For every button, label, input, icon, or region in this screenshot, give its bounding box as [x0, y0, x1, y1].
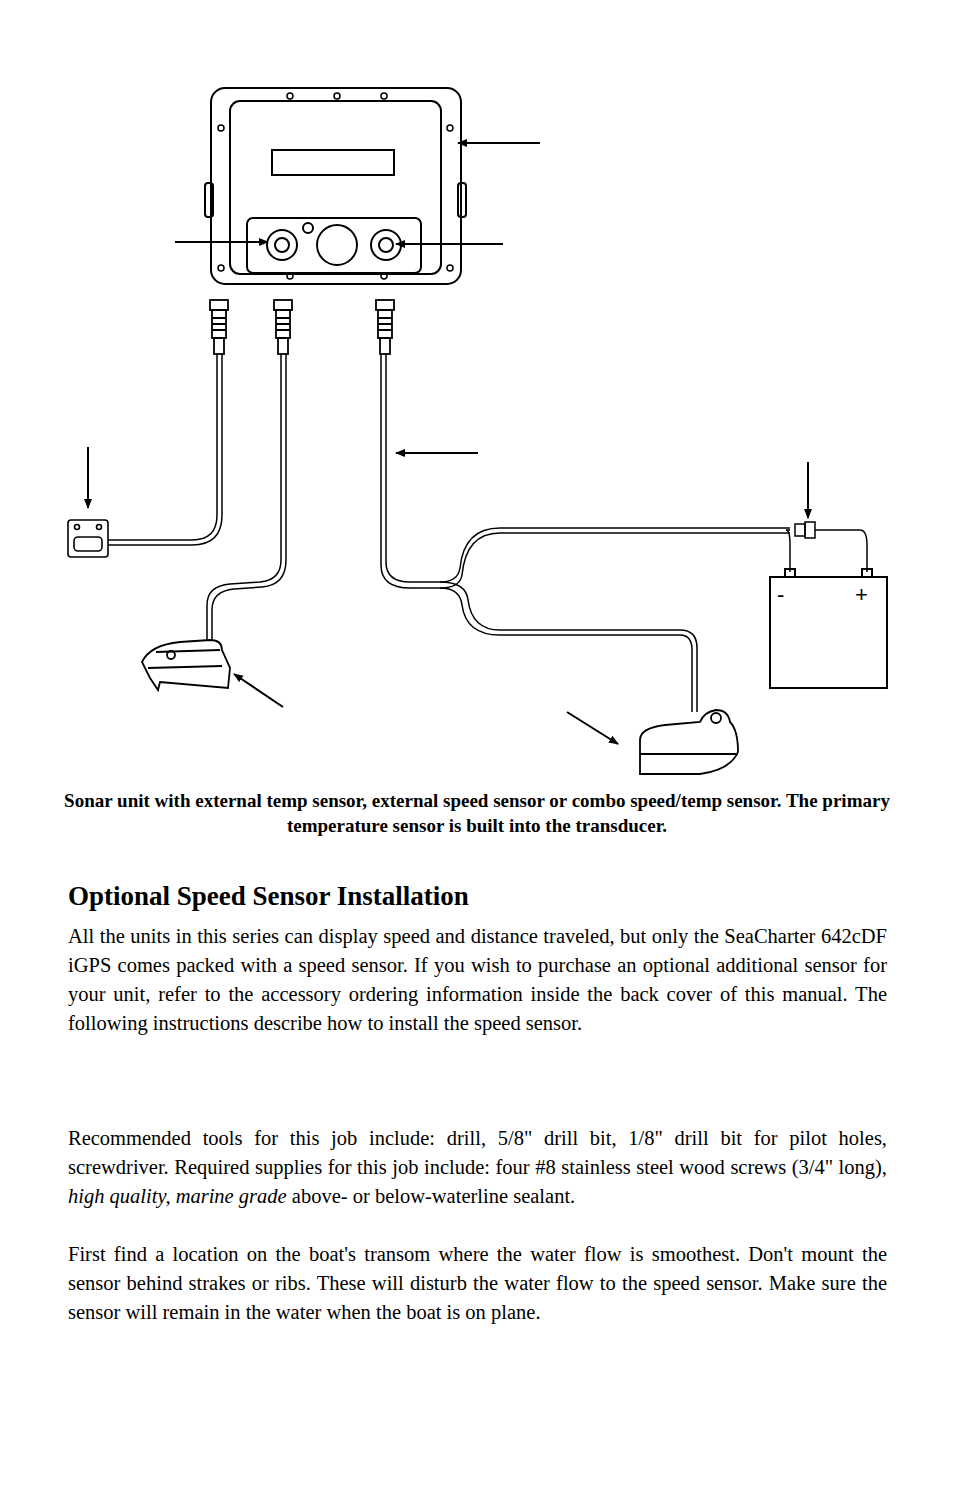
paragraph-text: above- or below-waterline sealant.	[292, 1185, 575, 1207]
speed-sensor	[142, 640, 230, 690]
pointer-arrows	[88, 143, 808, 744]
section-heading: Optional Speed Sensor Installation	[68, 878, 469, 914]
cables	[108, 354, 867, 712]
body-paragraph: Recommended tools for this job include: …	[68, 1124, 887, 1211]
fuse-holder	[795, 522, 815, 538]
terminal-label: +	[855, 583, 868, 607]
cable-plugs	[210, 300, 394, 354]
temp-sensor	[68, 520, 108, 557]
figure-caption: Sonar unit with external temp sensor, ex…	[52, 788, 902, 838]
body-paragraph: First find a location on the boat's tran…	[68, 1240, 887, 1327]
sonar-unit	[205, 88, 466, 284]
battery-symbol	[770, 569, 887, 688]
transducer	[640, 710, 738, 774]
emphasis-text: high quality, marine grade	[68, 1185, 287, 1207]
terminal-label: -	[777, 583, 784, 607]
paragraph-text: Recommended tools for this job include: …	[68, 1127, 887, 1178]
body-paragraph: All the units in this series can display…	[68, 922, 887, 1038]
